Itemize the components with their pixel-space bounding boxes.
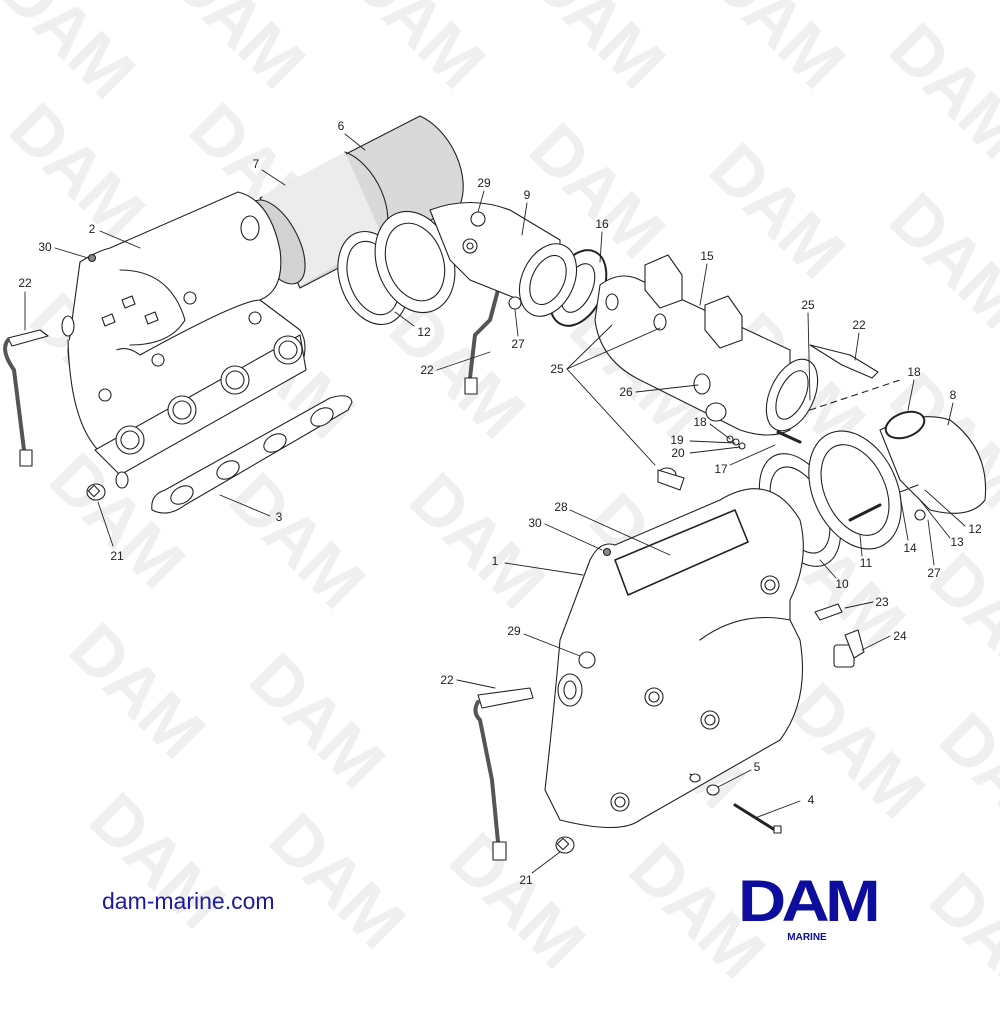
oxygen-sensor bbox=[3, 329, 49, 467]
callout-label: 26 bbox=[619, 385, 633, 399]
left-manifold-cover bbox=[61, 191, 282, 383]
callout-label: 4 bbox=[807, 793, 815, 807]
left-manifold-body bbox=[67, 299, 307, 489]
callout-label: 27 bbox=[511, 337, 525, 351]
callout-label: 8 bbox=[949, 388, 957, 402]
callout-label: 11 bbox=[859, 556, 873, 570]
callout-label: 23 bbox=[875, 595, 889, 609]
callout-label: 24 bbox=[893, 629, 907, 643]
stud-and-nuts bbox=[726, 430, 802, 450]
callout-label: 5 bbox=[753, 760, 761, 774]
callout-label: 22 bbox=[420, 363, 434, 377]
elbow-fitting bbox=[833, 629, 865, 668]
callout-label: 19 bbox=[670, 433, 684, 447]
callout-label: 29 bbox=[507, 624, 521, 638]
callout-label: 30 bbox=[528, 516, 542, 530]
callout-label: 1 bbox=[491, 554, 499, 568]
callout-label: 25 bbox=[801, 298, 815, 312]
callout-label: 29 bbox=[477, 176, 491, 190]
callout-label: 17 bbox=[714, 462, 728, 476]
callout-label: 16 bbox=[595, 217, 609, 231]
callout-label: 22 bbox=[440, 673, 454, 687]
website-link[interactable]: dam-marine.com bbox=[102, 888, 275, 914]
callout-label: 18 bbox=[693, 415, 707, 429]
manifold-gasket bbox=[151, 395, 353, 514]
washer bbox=[706, 784, 720, 796]
drain-plug bbox=[555, 836, 575, 854]
callout-label: 22 bbox=[852, 318, 866, 332]
outlet-flange bbox=[808, 430, 902, 550]
callout-label: 21 bbox=[110, 549, 124, 563]
oxygen-sensor bbox=[809, 344, 879, 379]
drain-plug bbox=[86, 483, 106, 501]
callout-label: 15 bbox=[700, 249, 714, 263]
leader-lines bbox=[24, 133, 966, 874]
front-flange bbox=[374, 210, 456, 314]
callout-label: 7 bbox=[252, 157, 260, 171]
callout-label: 30 bbox=[38, 240, 52, 254]
callout-label: 18 bbox=[907, 365, 921, 379]
logo-subtext: MARINE bbox=[787, 932, 827, 943]
mid-flange bbox=[518, 243, 578, 317]
callout-label: 22 bbox=[18, 276, 32, 290]
callout-label: 28 bbox=[554, 500, 568, 514]
callout-label: 10 bbox=[835, 577, 849, 591]
exploded-view-drawing bbox=[3, 115, 987, 874]
sleeve bbox=[657, 467, 685, 491]
assembly-guide-line bbox=[809, 379, 901, 411]
callout-label: 12 bbox=[968, 522, 982, 536]
callout-label: 12 bbox=[417, 325, 431, 339]
callout-label: 14 bbox=[903, 541, 917, 555]
outlet-elbow bbox=[879, 410, 987, 521]
oxygen-sensor bbox=[473, 687, 534, 861]
callout-label: 25 bbox=[550, 362, 564, 376]
callout-label: 13 bbox=[950, 535, 964, 549]
callout-label: 21 bbox=[519, 873, 533, 887]
right-manifold-cover bbox=[544, 488, 804, 829]
callout-label: 9 bbox=[523, 188, 531, 202]
brand-logo: DAM MARINE bbox=[722, 869, 892, 944]
temperature-sender bbox=[814, 603, 843, 621]
bolt bbox=[733, 803, 782, 834]
callout-label: 3 bbox=[275, 510, 283, 524]
callout-label: 6 bbox=[337, 119, 345, 133]
callout-label: 20 bbox=[671, 446, 685, 460]
water-jacket-log bbox=[594, 254, 819, 436]
callout-label: 2 bbox=[88, 222, 96, 236]
logo-wordmark: DAM bbox=[737, 869, 881, 934]
callout-label: 27 bbox=[927, 566, 941, 580]
